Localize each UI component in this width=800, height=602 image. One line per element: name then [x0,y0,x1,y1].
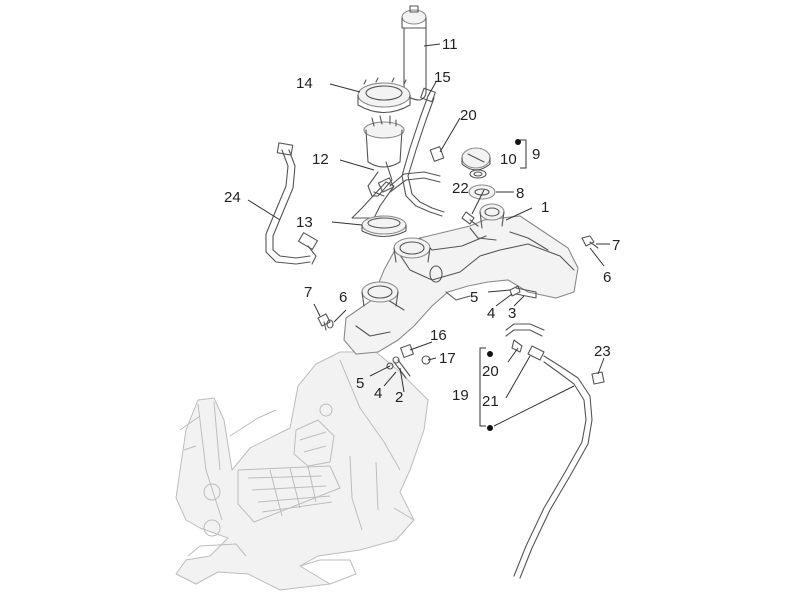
screw-22 [461,211,479,227]
callout-14: 14 [296,75,313,92]
callout-17: 17 [439,350,456,367]
tank-pump-opening [393,237,431,263]
callout-12: 12 [312,151,329,168]
callout-16-18: 20 [460,107,477,124]
callout-8: 8 [516,185,524,202]
callout-20: 20 [482,363,499,380]
callout-13: 13 [296,214,313,231]
callout-24: 24 [224,189,241,206]
pump-ring-nut [357,77,411,114]
callout-6b: 6 [339,289,347,306]
fuel-pipe-18 [377,146,445,193]
callout-16: 16 [430,327,447,344]
callout-21: 21 [482,393,499,410]
callout-5: 5 [470,289,478,306]
callout-19: 19 [452,387,469,404]
callout-23: 23 [594,343,611,360]
fuel-pipe-15 [401,87,445,217]
bolt-3 [515,287,537,299]
filler-ring [468,184,496,200]
callout-numbers: 1 2 3 4 4 5 5 6 6 7 7 8 9 10 11 12 13 14… [224,36,620,410]
pump-gasket [361,215,407,238]
callout-7b: 7 [304,284,312,301]
callout-9: 9 [532,146,540,163]
fuel-pump-assembly [351,115,405,219]
callout-3: 3 [508,305,516,322]
callout-10: 10 [500,151,517,168]
washer-4-left [386,362,394,370]
breather-pipe-24 [265,142,318,265]
callout-4b: 4 [374,385,382,402]
tank-front-opening [361,281,399,307]
group-brackets [479,139,527,427]
cap-gasket [469,169,487,179]
kit-dots [487,139,521,431]
callout-2: 2 [395,389,403,406]
drain-hose-assembly [505,323,605,579]
callout-6: 6 [603,269,611,286]
callout-7: 7 [612,237,620,254]
callout-15: 15 [434,69,451,86]
callout-22: 22 [452,180,469,197]
leader-lines [247,43,610,427]
callout-1: 1 [541,199,549,216]
callout-5b: 5 [356,375,364,392]
callout-11: 11 [442,36,458,53]
scooter-frame [175,351,429,591]
tank-filler-neck [479,203,505,229]
callout-4: 4 [487,305,495,322]
screw-7-right [581,235,599,249]
fuel-gauge-sender [401,5,427,101]
washer-6-left [326,319,334,329]
bush-16 [400,344,414,358]
screw-7-left [317,313,331,331]
fuel-tank-cap [461,147,491,171]
